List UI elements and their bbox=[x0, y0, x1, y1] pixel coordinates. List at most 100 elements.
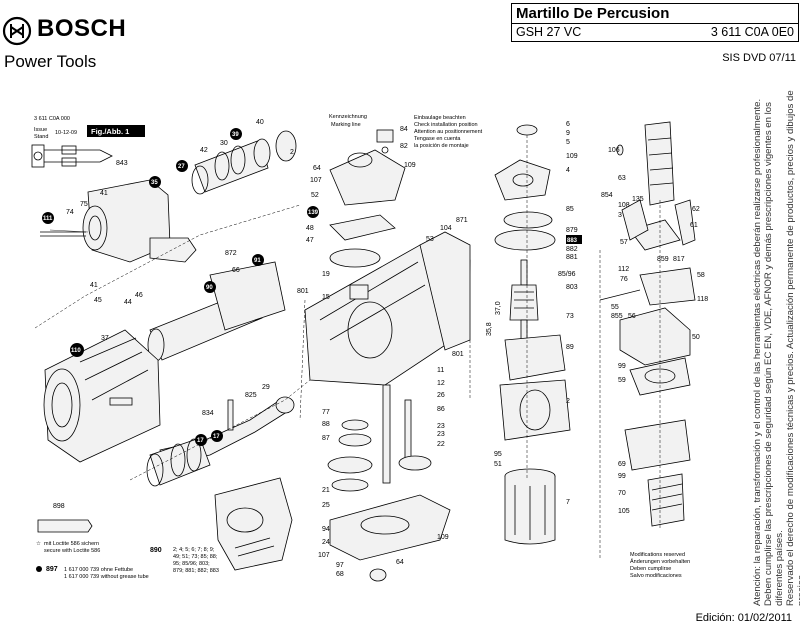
callout: 61 bbox=[690, 222, 698, 229]
installation-line: Einbaulage beachten bbox=[414, 115, 466, 121]
handle-grip bbox=[616, 121, 675, 206]
callout: 109 bbox=[437, 534, 449, 541]
callout: 84 bbox=[400, 126, 408, 133]
callout: 2 bbox=[566, 398, 570, 405]
wiring-symbol bbox=[31, 144, 113, 168]
callout: 9 bbox=[566, 130, 570, 137]
callout: 62 bbox=[692, 206, 700, 213]
callout: 112 bbox=[618, 266, 629, 273]
callout: 855 bbox=[611, 313, 623, 320]
installation-line: Tengase en cuenta bbox=[414, 136, 461, 142]
callout: 898 bbox=[53, 503, 65, 510]
callout: 41 bbox=[90, 282, 98, 289]
callout: 882 bbox=[566, 246, 578, 253]
lower-gear-plate bbox=[329, 494, 451, 582]
meta-code: 3 611 C0A 000 bbox=[34, 116, 70, 122]
meta-stand-label: Stand bbox=[34, 134, 48, 140]
star-symbol: ☆ bbox=[36, 540, 41, 547]
callout: 63 bbox=[618, 175, 626, 182]
callout: 66 bbox=[232, 267, 240, 274]
info-divider bbox=[512, 23, 798, 24]
callout: 97 bbox=[336, 562, 344, 569]
loctite-de: mit Loctite 586 sichern bbox=[44, 541, 99, 547]
callout: 99 bbox=[618, 473, 626, 480]
note-890-line: 2; 4; 5; 6; 7; 8; 9; bbox=[173, 547, 215, 553]
spindle-and-gears bbox=[327, 384, 432, 492]
callout-circled: 90 bbox=[206, 285, 213, 291]
marking-line1: Kennzeichnung bbox=[329, 114, 367, 120]
callout: 23 bbox=[437, 431, 445, 438]
callout: 85/96 bbox=[558, 271, 576, 278]
callout: 21 bbox=[322, 487, 330, 494]
callout: 88 bbox=[322, 421, 330, 428]
callout: 817 bbox=[673, 256, 685, 263]
marking-line2: Marking line bbox=[331, 122, 361, 128]
callout-circled: 110 bbox=[71, 348, 81, 354]
grease-ref: 897 bbox=[46, 566, 58, 573]
callout-circled: 39 bbox=[232, 132, 239, 138]
callout: 107 bbox=[310, 177, 322, 184]
cylinder-assembly bbox=[147, 261, 286, 362]
callout: 99 bbox=[618, 363, 626, 370]
callout: 825 bbox=[245, 392, 257, 399]
dimension-label: 35,8 bbox=[486, 322, 493, 336]
callout: 107 bbox=[318, 552, 330, 559]
callout: 24 bbox=[322, 539, 330, 546]
modifications-note: Modifications reserved Änderungen vorbeh… bbox=[630, 552, 690, 579]
callout: 59 bbox=[618, 377, 626, 384]
callout: 2 bbox=[290, 149, 294, 156]
callout-circled: 91 bbox=[254, 258, 261, 264]
callout: 77 bbox=[322, 409, 330, 416]
callout: 106 bbox=[608, 147, 620, 154]
note-890-line: 95; 85/96; 803; bbox=[173, 561, 210, 567]
callout: 41 bbox=[100, 190, 108, 197]
motor-pot bbox=[504, 468, 556, 545]
notes-bottom-left: ☆ mit Loctite 586 sichern secure with Lo… bbox=[36, 540, 219, 580]
rear-housing bbox=[619, 307, 691, 527]
callout: 94 bbox=[322, 526, 330, 533]
callouts-group-a: 843 35 27 42 30 39 40 2 41 75 74 111 41 … bbox=[42, 119, 294, 510]
callout: 42 bbox=[200, 147, 208, 154]
grease-line1: 1 617 000 739 ohne Fettube bbox=[64, 567, 133, 573]
callout: 801 bbox=[452, 351, 464, 358]
callout: 803 bbox=[566, 284, 578, 291]
callout: 51 bbox=[494, 461, 502, 468]
callout: 52 bbox=[311, 192, 319, 199]
fig-label-box bbox=[87, 125, 145, 137]
callout: 89 bbox=[566, 344, 574, 351]
exploded-view-diagram: 3 611 C0A 000 Issue Stand 10-12-09 Fig./… bbox=[31, 114, 708, 582]
bosch-armature-logo bbox=[2, 16, 32, 46]
sleeve-assembly bbox=[191, 130, 297, 195]
loctite-en: secure with Loctite 586 bbox=[44, 548, 100, 554]
product-model: GSH 27 VC bbox=[516, 25, 582, 39]
installation-line: la posición de montaje bbox=[414, 143, 469, 149]
callout: 47 bbox=[306, 237, 314, 244]
callout-circled: 139 bbox=[308, 210, 319, 216]
callout: 871 bbox=[456, 217, 468, 224]
crank-housing-lower bbox=[214, 477, 293, 571]
callout: 29 bbox=[262, 384, 270, 391]
callout: 50 bbox=[692, 334, 700, 341]
callout: 135 bbox=[632, 196, 644, 203]
edition-date: Edición: 01/02/2011 bbox=[695, 612, 792, 624]
callout: 37 bbox=[101, 335, 109, 342]
callouts-group-d: 106 63 135 854 108 3 62 61 57 112 859 81… bbox=[601, 147, 708, 515]
installation-line: Check installation position bbox=[414, 122, 478, 128]
callout-circled: 35 bbox=[151, 180, 158, 186]
upper-cover-assembly bbox=[329, 129, 406, 268]
callout-circled: 17 bbox=[213, 434, 220, 440]
callout: 40 bbox=[256, 119, 264, 126]
grease-line2: 1 617 000 739 without grease tube bbox=[64, 574, 149, 580]
brand-subtitle: Power Tools bbox=[4, 52, 97, 71]
brand-name: BOSCH bbox=[37, 15, 127, 42]
callout: 85 bbox=[566, 206, 574, 213]
front-tool-holder-assembly bbox=[40, 179, 197, 263]
callout: 104 bbox=[440, 225, 452, 232]
disclaimer-column: Atención: la reparación, transformación … bbox=[752, 86, 800, 606]
callout: 801 bbox=[297, 288, 309, 295]
callout: 87 bbox=[322, 435, 330, 442]
meta-issue-date: 10-12-09 bbox=[55, 130, 77, 136]
callout: 45 bbox=[94, 297, 102, 304]
field-coil bbox=[499, 334, 571, 441]
grease-tube bbox=[37, 519, 93, 533]
